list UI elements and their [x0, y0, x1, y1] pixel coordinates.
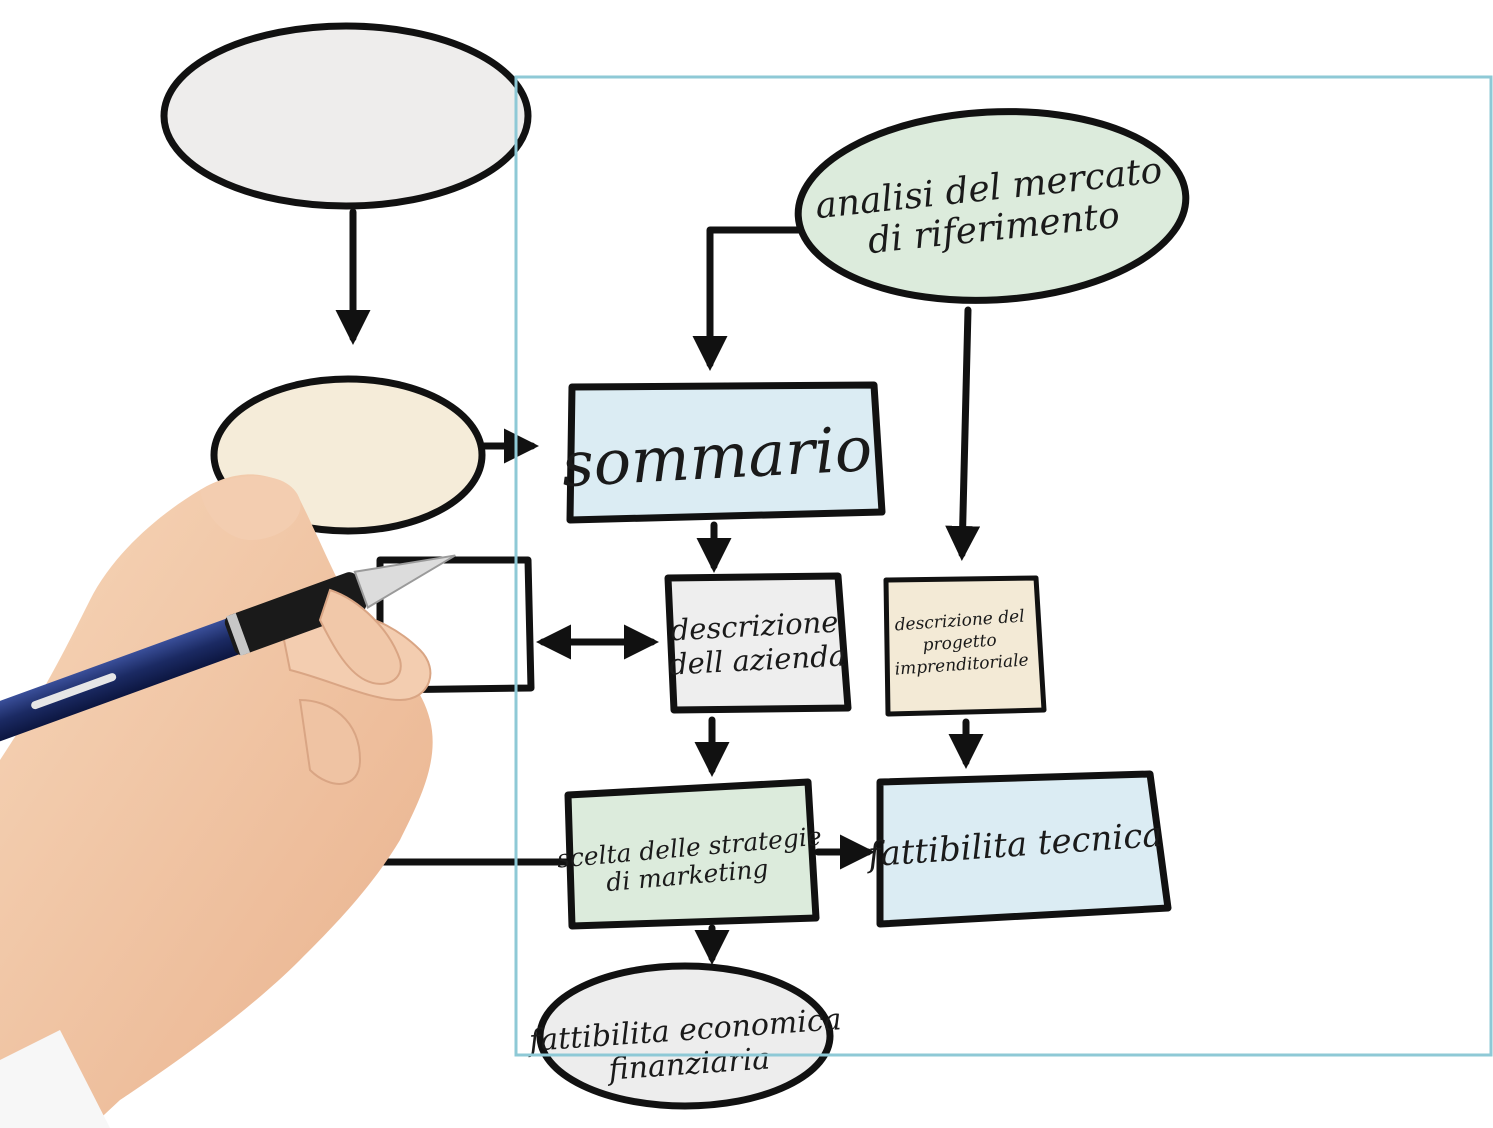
edge-market-to-summary: [692, 226, 816, 371]
economic-feasibility-node: [536, 962, 834, 1110]
edge-market-to-project: [945, 306, 981, 561]
summary-label: sommario: [560, 412, 874, 501]
summary-node: [566, 381, 886, 524]
marketing-strategy-node: [564, 778, 820, 930]
technical-feasibility-node: [876, 770, 1172, 928]
highlight-frame: [514, 75, 1493, 1057]
hand-with-pen-icon: [0, 474, 456, 1128]
nodes: [160, 22, 1190, 1110]
project-description-node: [883, 575, 1047, 717]
market-analysis-node: [794, 108, 1190, 304]
blank-top-ellipse: [160, 22, 532, 210]
company-description-node: [664, 572, 852, 714]
